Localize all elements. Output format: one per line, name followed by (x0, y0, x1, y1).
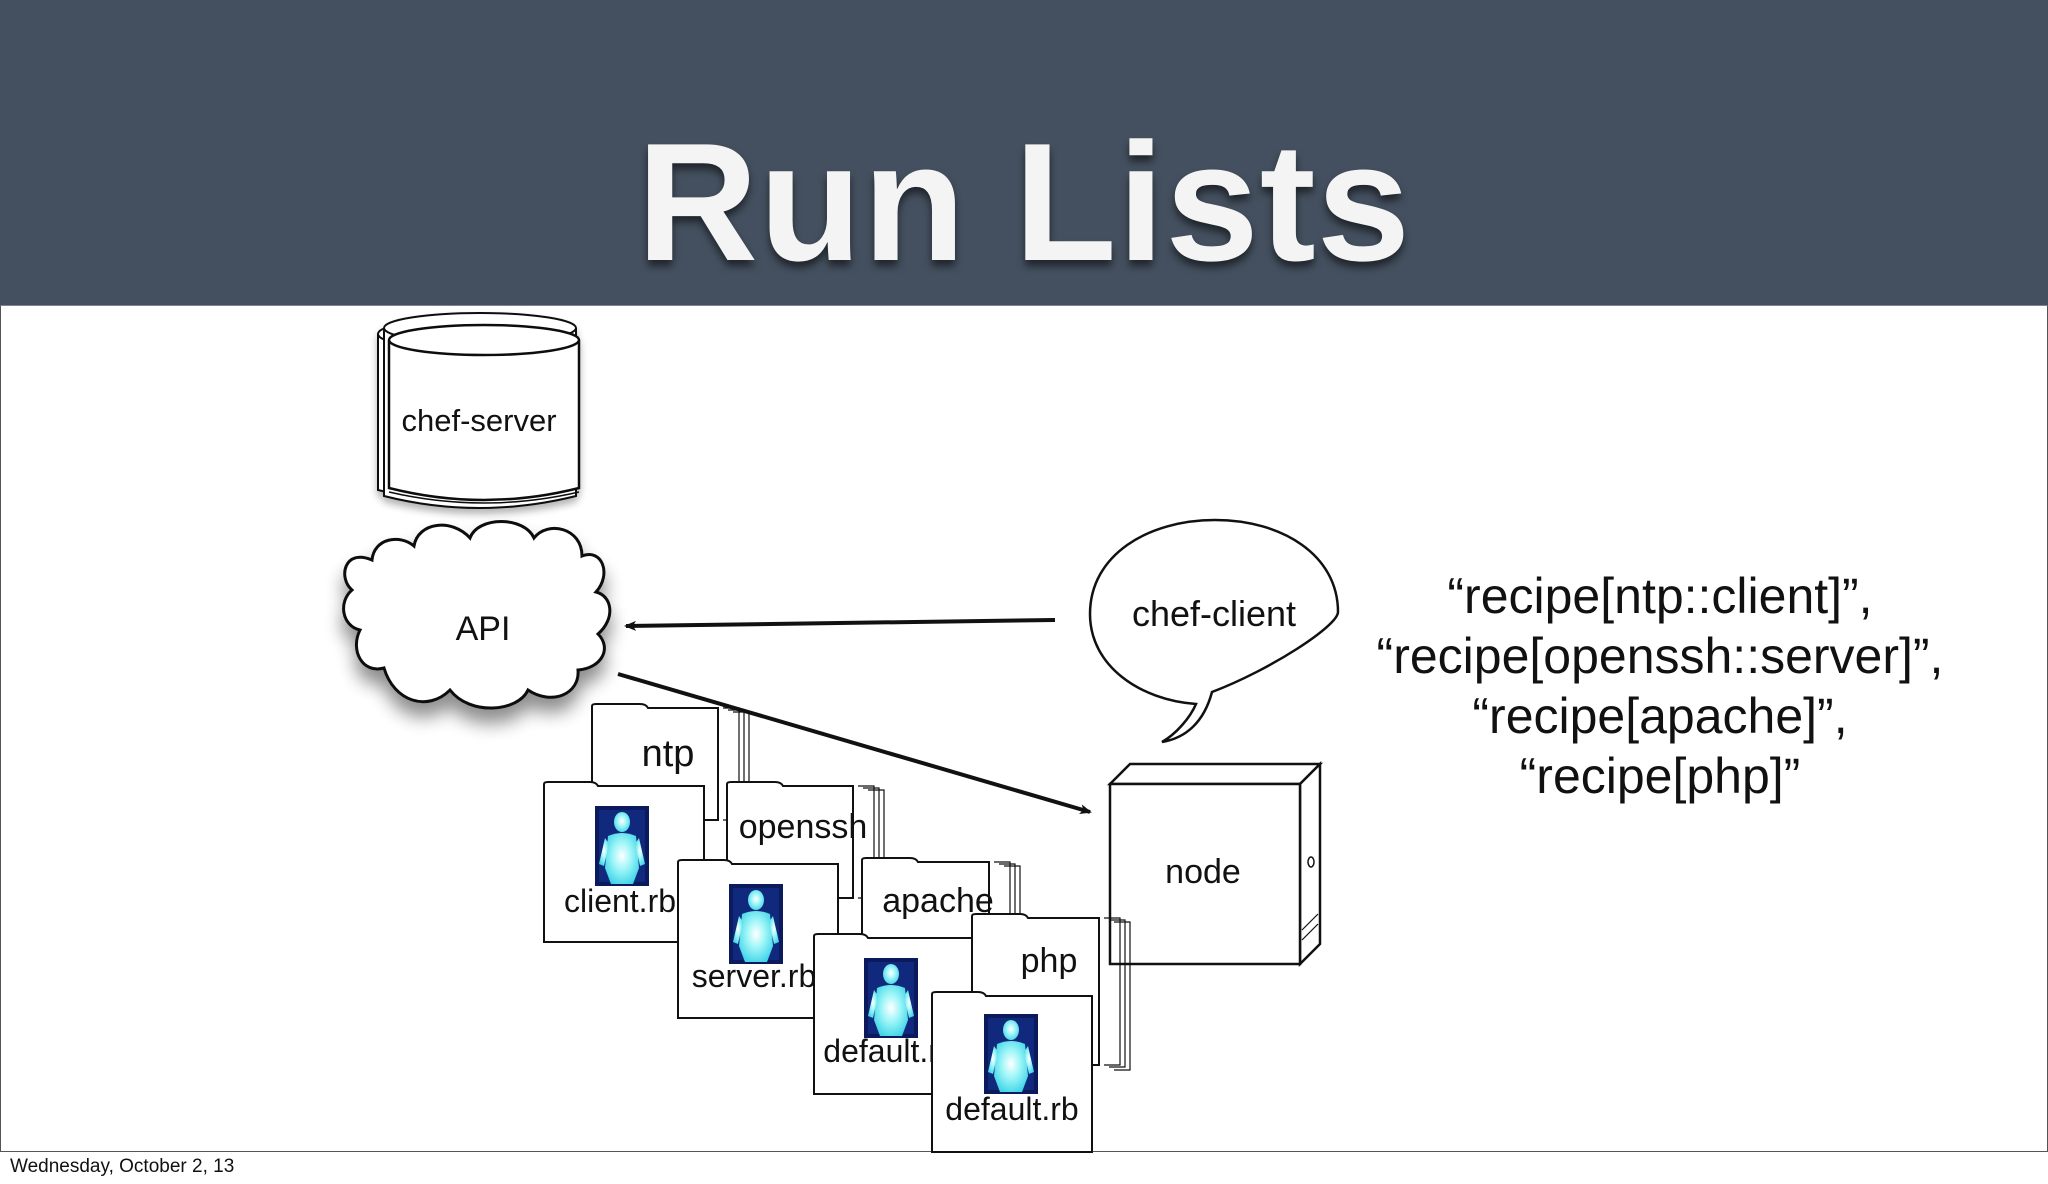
recipe-file-name: client.rb (564, 883, 676, 919)
recipe-file-name: server.rb (692, 958, 816, 994)
chef-icon (864, 958, 918, 1038)
run-list-entry: “recipe[apache]”, (1472, 688, 1848, 744)
cookbook-name: ntp (642, 733, 695, 775)
chef-server-database (377, 312, 581, 509)
cookbook-name: openssh (739, 808, 868, 846)
slide-header: Run Lists (0, 0, 2048, 305)
chef-icon (595, 806, 649, 886)
node-server (1106, 760, 1324, 968)
api-label: API (456, 610, 511, 648)
chef-server-label: chef-server (401, 403, 556, 438)
response-arrow (617, 672, 1092, 814)
run-list-text: “recipe[ntp::client]”, “recipe[openssh::… (1330, 566, 1990, 806)
api-cloud (342, 520, 612, 710)
node-label: node (1165, 853, 1241, 891)
request-arrow (624, 618, 1056, 631)
run-list-entry: “recipe[php]” (1519, 748, 1801, 804)
chef-icon (729, 884, 783, 964)
recipe-file (677, 859, 839, 1019)
chef-icon (984, 1014, 1038, 1094)
cookbook-php: php default.rb (931, 913, 1131, 1153)
recipe-file (931, 991, 1093, 1153)
database-disk-front (387, 323, 581, 504)
footer-date: Wednesday, October 2, 13 (10, 1156, 235, 1177)
cookbook-name: php (1021, 942, 1078, 980)
chef-client-label: chef-client (1132, 593, 1296, 634)
cookbook-ntp: ntp client.rb (543, 703, 750, 943)
chef-client-speech-bubble (1088, 518, 1340, 744)
recipe-file (543, 781, 705, 943)
run-list-entry: “recipe[openssh::server]”, (1376, 628, 1944, 684)
run-list-entry: “recipe[ntp::client]”, (1447, 568, 1873, 624)
cookbook-openssh: openssh server.rb (677, 781, 885, 1019)
slide-title: Run Lists (636, 108, 1412, 296)
recipe-file-name: default.rb (945, 1091, 1078, 1127)
